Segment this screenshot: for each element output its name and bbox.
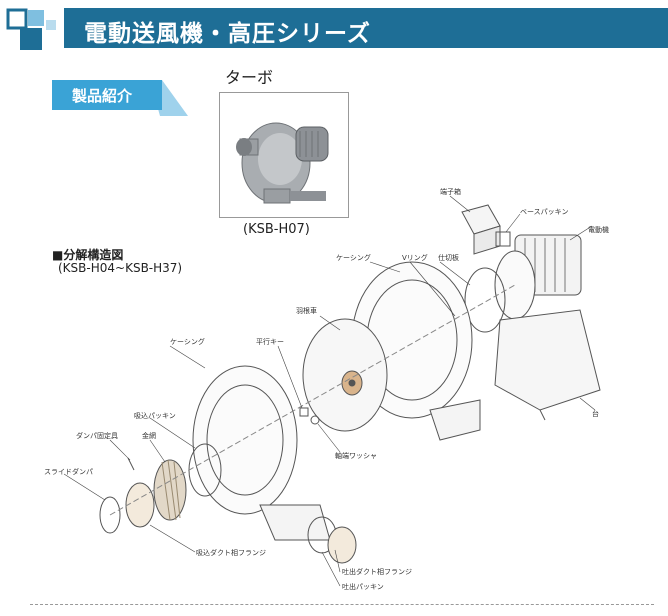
discharge-flange-part — [327, 526, 357, 564]
footer-divider — [30, 604, 654, 605]
label-impeller: 羽根車 — [296, 306, 317, 315]
exploded-diagram: 端子箱 ベースパッキン 電動機 ケーシング Vリング 仕切板 羽根車 平行キー … — [44, 187, 609, 591]
damper-fixture-part — [127, 457, 135, 471]
slide-damper-part — [99, 496, 121, 534]
label-damper-fixture: ダンパ固定具 — [76, 431, 118, 440]
base-packing-part — [495, 231, 511, 247]
label-suction-packing: 吸込パッキン — [134, 411, 176, 420]
product-photo — [219, 92, 349, 218]
exploded-view-title: ■分解構造図 — [52, 248, 124, 262]
label-parallel-key: 平行キー — [256, 337, 284, 346]
label-discharge-flange: 吐出ダクト相フランジ — [342, 567, 412, 576]
casing-front-part — [192, 365, 331, 541]
label-casing-rear: ケーシング — [336, 253, 371, 262]
product-intro-label: 製品紹介 — [72, 87, 133, 105]
label-motor: 電動機 — [588, 225, 609, 234]
label-base-packing: ベースパッキン — [520, 208, 568, 216]
label-wire-mesh: 金網 — [142, 431, 156, 440]
label-stand: 台 — [592, 409, 599, 418]
motor-part — [494, 234, 582, 320]
impeller-part — [302, 318, 388, 432]
label-suction-flange: 吸込ダクト相フランジ — [196, 548, 266, 557]
parallel-key-part — [299, 407, 309, 417]
header-bar: 電動送風機・高圧シリーズ — [64, 8, 668, 48]
exploded-view-model-range: (KSB-H04~KSB-H37) — [58, 261, 183, 275]
product-type-title: ターボ — [225, 68, 274, 87]
product-model-caption: (KSB-H07) — [243, 222, 310, 237]
stand-part — [494, 309, 601, 421]
product-intro-tag: 製品紹介 — [52, 80, 162, 110]
label-casing-front: ケーシング — [170, 337, 205, 346]
turbo-blower-icon — [236, 122, 329, 204]
label-partition-plate: 仕切板 — [438, 253, 459, 262]
page-title: 電動送風機・高圧シリーズ — [84, 21, 371, 47]
label-shaft-washer: 軸端ワッシャ — [335, 451, 377, 460]
shaft-washer-part — [310, 415, 320, 425]
terminal-box-part — [461, 204, 501, 255]
label-v-ring: Vリング — [402, 253, 428, 262]
partition-plate-part — [464, 267, 506, 333]
logo-squares-icon — [6, 8, 56, 50]
suction-flange-part — [125, 482, 155, 528]
label-terminal-box: 端子箱 — [440, 187, 461, 196]
label-discharge-packing: 吐出パッキン — [342, 582, 384, 591]
wire-mesh-part — [153, 459, 187, 521]
label-slide-damper: スライドダンパ — [44, 467, 93, 476]
